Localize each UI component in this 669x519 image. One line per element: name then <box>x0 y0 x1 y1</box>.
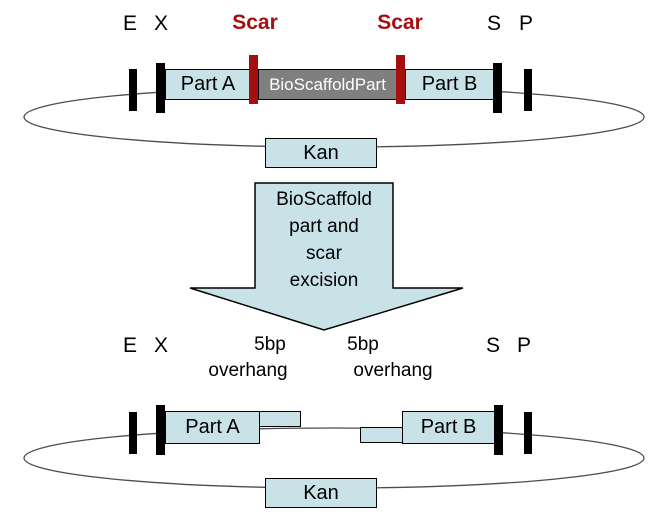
excision-arrow-caption: BioScaffold part and scar excision <box>244 186 404 294</box>
scar-label-left: Scar <box>232 11 278 34</box>
scar-label-right: Scar <box>377 11 423 34</box>
bioscaffold-part-box: BioScaffoldPart <box>258 69 397 100</box>
overhang-label-right-top: 5bp <box>347 334 379 355</box>
part-a-box-top: Part A <box>165 69 251 100</box>
site-label-e-top: E <box>122 12 137 35</box>
overhang-tab-part-a <box>258 411 301 427</box>
site-bar-e-top <box>129 69 137 111</box>
overhang-label-right-bottom: overhang <box>353 360 433 381</box>
site-bar-p-bottom <box>524 412 532 454</box>
site-bar-e-bottom <box>129 412 137 454</box>
site-label-x-bottom: X <box>153 334 168 357</box>
site-bar-p-top <box>524 69 532 111</box>
site-label-s-bottom: S <box>485 334 500 357</box>
arrow-caption-line-1: BioScaffold <box>276 189 372 210</box>
part-b-box-bottom: Part B <box>402 411 495 444</box>
overhang-tab-part-b <box>360 427 404 443</box>
kan-box-top: Kan <box>265 138 377 168</box>
site-label-e-bottom: E <box>122 334 137 357</box>
site-label-x-top: X <box>153 12 168 35</box>
scar-site-bar-left <box>249 55 258 104</box>
site-bar-s-bottom <box>494 405 503 455</box>
site-label-s-top: S <box>486 12 501 35</box>
site-bar-x-top <box>156 63 165 113</box>
part-a-box-bottom: Part A <box>165 411 260 444</box>
excision-arrow <box>189 182 464 331</box>
overhang-label-left-bottom: overhang <box>208 360 288 381</box>
scar-site-bar-right <box>396 55 405 104</box>
site-label-p-bottom: P <box>516 334 531 357</box>
part-b-box-top: Part B <box>405 69 494 100</box>
kan-box-bottom: Kan <box>265 478 377 508</box>
arrow-caption-line-3: scar <box>306 243 342 264</box>
overhang-label-left-top: 5bp <box>254 334 286 355</box>
site-bar-s-top <box>493 63 502 113</box>
site-label-p-top: P <box>518 12 533 35</box>
arrow-caption-line-2: part and <box>289 216 359 237</box>
arrow-caption-line-4: excision <box>289 270 359 291</box>
site-bar-x-bottom <box>156 405 165 455</box>
